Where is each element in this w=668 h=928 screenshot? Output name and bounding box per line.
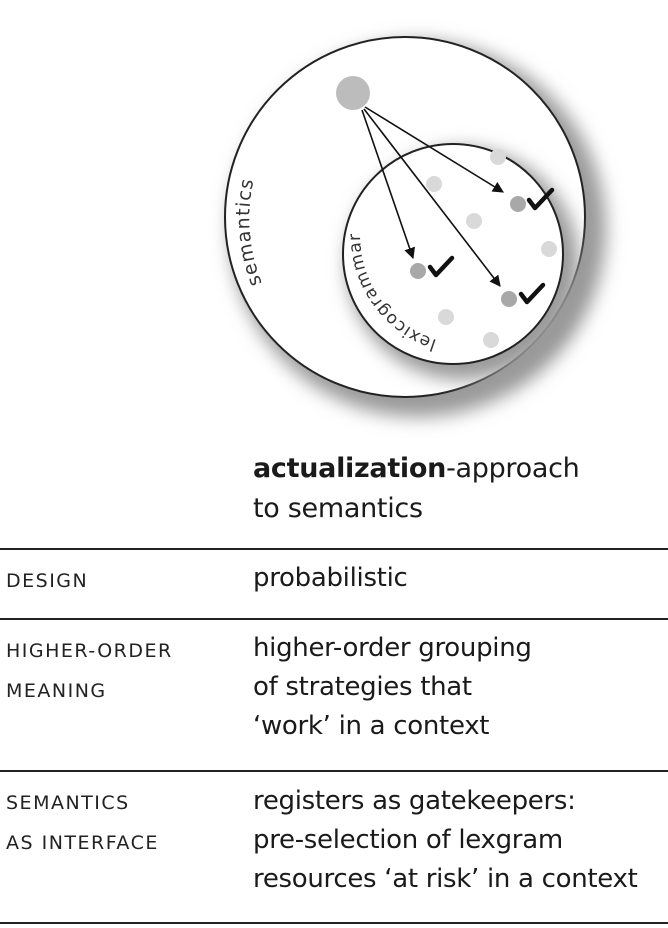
value-line: registers as gatekeepers: — [253, 786, 576, 816]
caption-line-2: to semantics — [253, 493, 423, 524]
caption-rest: -approach — [446, 453, 580, 484]
option-dot — [483, 332, 499, 348]
caption-bold-term: actualization — [253, 453, 447, 484]
selected-option-dot — [510, 196, 526, 212]
table-rule — [0, 618, 668, 620]
approach-caption: actualization-approach to semantics — [253, 449, 653, 529]
semantics-diagram: semantics lexicogrammar — [224, 36, 606, 417]
row-value-semantics-interface: registers as gatekeepers: pre-selection … — [253, 782, 665, 899]
selected-option-dot — [501, 291, 517, 307]
arrow — [363, 108, 501, 287]
option-dots — [426, 149, 557, 348]
option-dot — [541, 241, 557, 257]
selected-option-dot — [410, 263, 426, 279]
source-node — [336, 76, 370, 110]
value-line: ‘work’ in a context — [253, 711, 490, 741]
caption-line-1: actualization-approach — [253, 449, 653, 489]
value-line: probabilistic — [253, 563, 408, 593]
value-line: pre-selection of lexgram — [253, 825, 563, 855]
label-line: SEMANTICS — [6, 792, 130, 814]
lexicogrammar-circle — [342, 143, 564, 365]
check-marks — [427, 187, 555, 305]
label-line: AS INTERFACE — [6, 832, 159, 854]
check-icon — [526, 187, 555, 211]
label-line: DESIGN — [6, 570, 89, 592]
value-line: higher-order grouping — [253, 633, 532, 663]
label-line: HIGHER-ORDER — [6, 640, 173, 662]
option-dot — [426, 176, 442, 192]
arrow — [364, 106, 504, 193]
value-line: of strategies that — [253, 672, 472, 702]
table-rule — [0, 770, 668, 772]
label-line: MEANING — [6, 680, 107, 702]
option-dot — [490, 149, 506, 165]
check-icon — [427, 255, 455, 278]
row-label-higher-order: HIGHER-ORDER MEANING — [6, 631, 236, 711]
row-label-semantics-interface: SEMANTICS AS INTERFACE — [6, 783, 236, 863]
check-icon — [518, 282, 546, 305]
table-rule — [0, 922, 668, 924]
option-dot — [466, 213, 482, 229]
row-value-design: probabilistic — [253, 559, 665, 598]
row-value-higher-order: higher-order grouping of strategies that… — [253, 629, 665, 746]
value-line: resources ‘at risk’ in a context — [253, 864, 638, 894]
table-rule — [0, 548, 668, 550]
arrow — [361, 109, 416, 260]
selection-arrows — [361, 106, 504, 287]
option-dot — [438, 309, 454, 325]
row-label-design: DESIGN — [6, 561, 236, 601]
